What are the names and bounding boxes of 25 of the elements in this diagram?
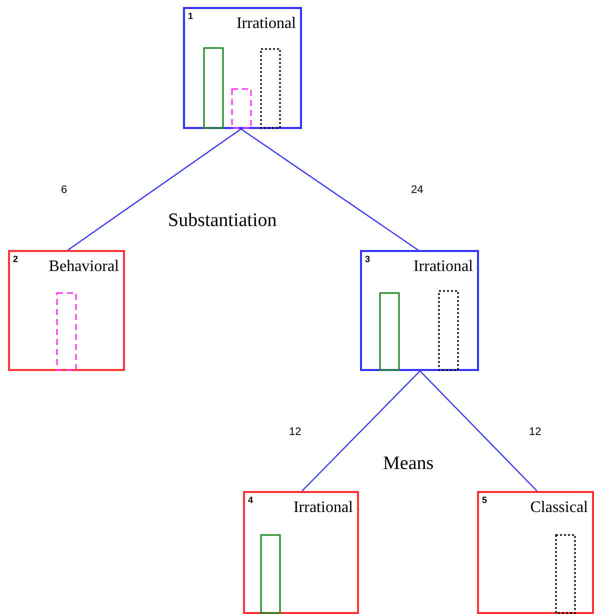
node-number: 3 xyxy=(365,254,370,264)
tree-branch xyxy=(420,370,538,492)
class-label: Classical xyxy=(530,499,588,517)
node-box xyxy=(243,491,359,614)
class-label: Behavioral xyxy=(48,258,119,276)
class-label: Irrational xyxy=(236,15,296,33)
class-label: Irrational xyxy=(413,258,473,276)
node-number: 2 xyxy=(13,254,18,264)
node-number: 4 xyxy=(248,495,254,505)
node-number: 1 xyxy=(188,11,194,21)
edge-label: 24 xyxy=(410,184,424,196)
node-box xyxy=(360,250,479,371)
node-box xyxy=(183,7,302,129)
edge-label: 6 xyxy=(60,184,68,196)
class-label: Irrational xyxy=(293,499,353,517)
tree-branch xyxy=(240,128,418,250)
tree-branch xyxy=(302,370,420,492)
node-number: 5 xyxy=(482,495,488,505)
split-label: Means xyxy=(383,453,434,475)
node-box xyxy=(477,491,594,614)
split-label: Substantiation xyxy=(168,210,277,232)
node-box xyxy=(8,250,125,371)
tree-branch xyxy=(68,128,242,250)
edge-label: 12 xyxy=(288,426,302,438)
edge-label: 12 xyxy=(528,426,542,438)
